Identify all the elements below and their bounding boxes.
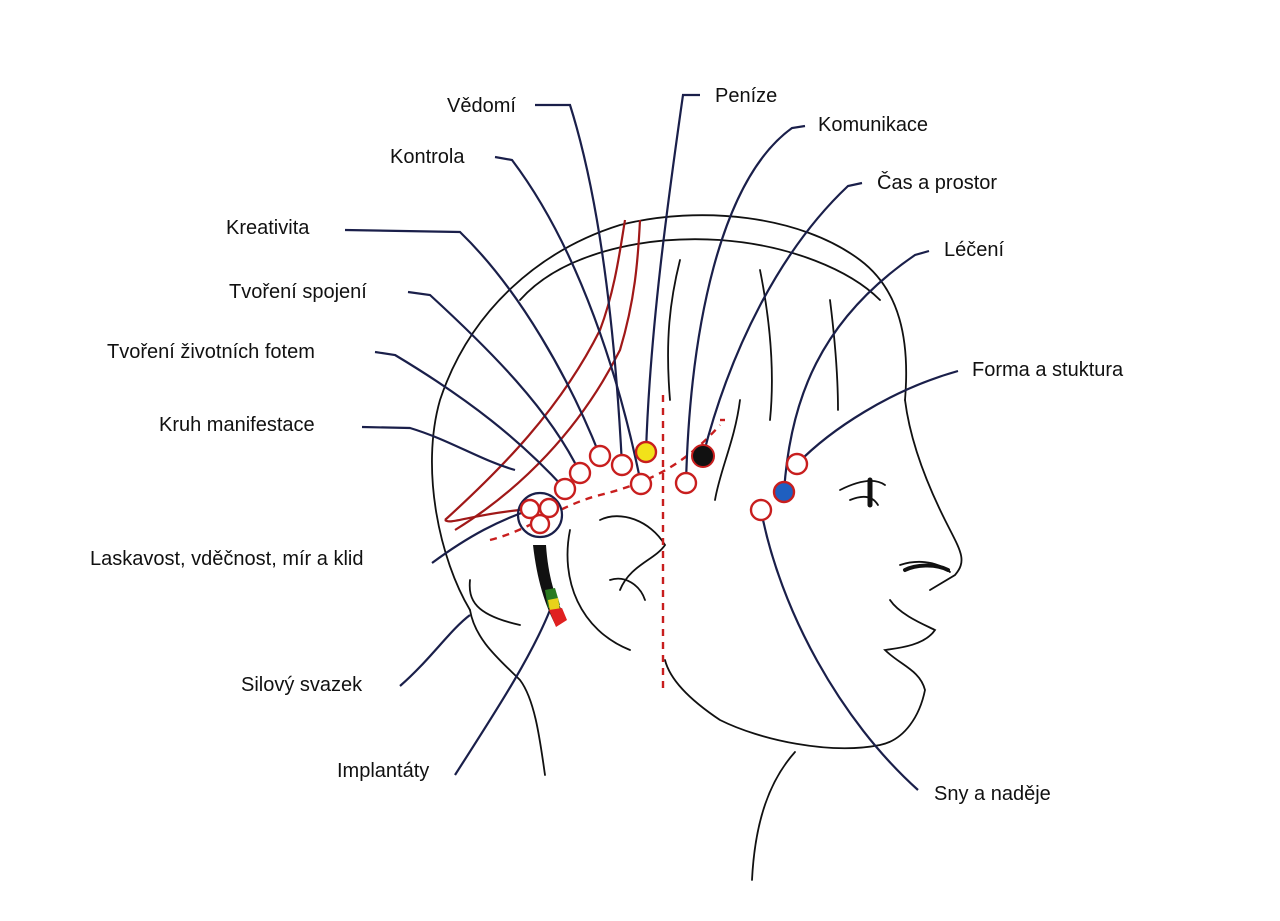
label-leceni: Léčení xyxy=(944,239,1004,261)
head-outline xyxy=(431,214,963,881)
label-implantaty: Implantáty xyxy=(337,760,429,782)
point-ring xyxy=(538,497,560,519)
label-cas-a-prostor: Čas a prostor xyxy=(877,171,997,194)
point-ring xyxy=(610,453,634,477)
label-kontrola: Kontrola xyxy=(390,146,465,168)
point-ring xyxy=(588,444,612,468)
label-kruh-manifestace: Kruh manifestace xyxy=(159,414,315,436)
label-vedomi: Vědomí xyxy=(447,95,516,117)
implant-red xyxy=(549,608,567,627)
point-ring xyxy=(568,461,592,485)
point-ring xyxy=(674,471,698,495)
point-ring xyxy=(749,498,773,522)
implant-yellow xyxy=(548,598,560,612)
label-tvoreni-zivotnich-fotem: Tvoření životních fotem xyxy=(107,341,315,363)
leader-lines xyxy=(344,93,959,791)
label-penize: Peníze xyxy=(715,85,777,107)
label-komunikace: Komunikace xyxy=(818,114,928,136)
label-forma-a-stuktura: Forma a stuktura xyxy=(972,359,1124,381)
point-ring xyxy=(553,477,577,501)
yellow-point xyxy=(634,440,658,464)
cluster-ring xyxy=(516,491,564,539)
label-tvoreni-spojeni: Tvoření spojení xyxy=(229,281,367,303)
point-ring xyxy=(785,452,809,476)
blue-point xyxy=(772,480,796,504)
points xyxy=(516,440,809,627)
label-sny-a-nadeje: Sny a naděje xyxy=(934,783,1051,805)
label-kreativita: Kreativita xyxy=(226,217,310,239)
black-point xyxy=(691,444,715,468)
labels: Vědomí Peníze Komunikace Čas a prostor K… xyxy=(90,85,1124,805)
energy-channels xyxy=(444,219,725,690)
label-silovy-svazek: Silový svazek xyxy=(241,674,363,696)
label-laskavost: Laskavost, vděčnost, mír a klid xyxy=(90,548,363,570)
point-ring xyxy=(529,513,551,535)
point-ring xyxy=(629,472,653,496)
